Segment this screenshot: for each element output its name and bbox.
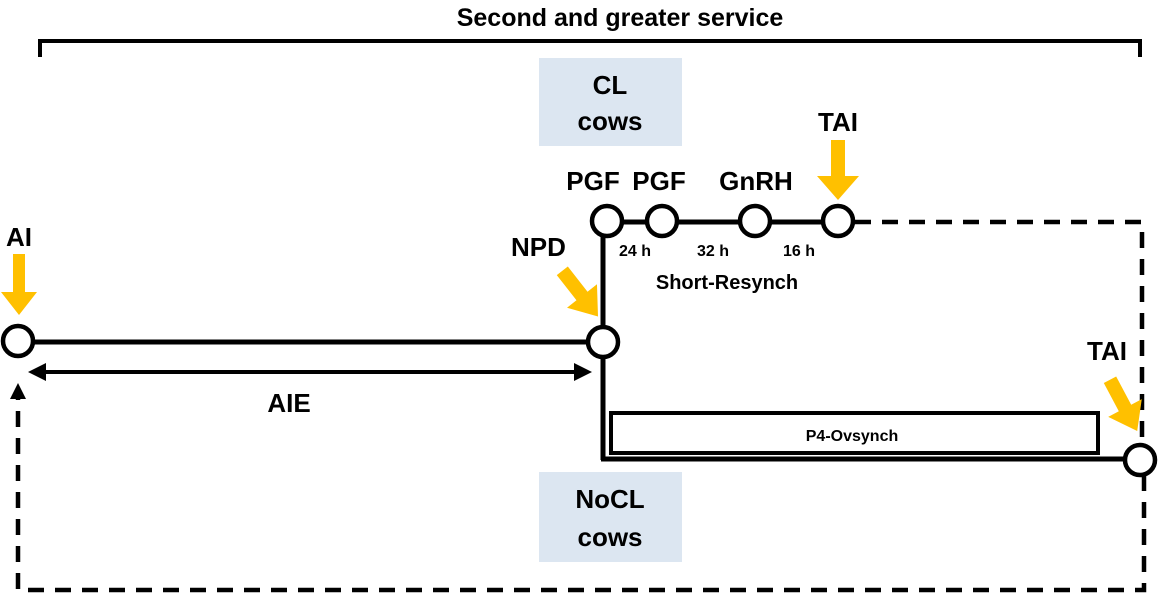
interval-32h-label: 32 h bbox=[697, 243, 729, 260]
aie-arrow-right-head bbox=[574, 363, 592, 381]
dashed-return-arrowhead bbox=[10, 383, 26, 399]
tai-top-label: TAI bbox=[818, 107, 858, 137]
gnrh-node bbox=[737, 203, 773, 239]
cl-cows-label-line1: CL bbox=[593, 70, 628, 100]
diagram-title: Second and greater service bbox=[457, 4, 784, 32]
tai-right-node bbox=[1122, 442, 1158, 478]
tai-right-arrow-icon bbox=[1103, 376, 1142, 431]
ai-arrow-icon bbox=[1, 254, 37, 315]
pgf1-node bbox=[589, 203, 625, 239]
tai-top-arrow-icon bbox=[817, 140, 859, 200]
pgf1-label: PGF bbox=[566, 166, 619, 196]
aie-label: AIE bbox=[267, 388, 310, 418]
interval-24h-label: 24 h bbox=[619, 243, 651, 260]
gnrh-label: GnRH bbox=[719, 166, 793, 196]
nocl-cows-label-line2: cows bbox=[577, 522, 642, 552]
npd-label: NPD bbox=[511, 232, 566, 262]
short-resynch-label: Short-Resynch bbox=[656, 272, 798, 294]
cl-cows-box bbox=[539, 58, 682, 146]
title-bracket bbox=[38, 39, 1142, 57]
pgf2-node bbox=[644, 203, 680, 239]
p4-ovsynch-label: P4-Ovsynch bbox=[806, 428, 898, 445]
nocl-cows-label-line1: NoCL bbox=[575, 484, 644, 514]
ai-node bbox=[0, 323, 36, 359]
pgf2-label: PGF bbox=[632, 166, 685, 196]
tai-right-label: TAI bbox=[1087, 336, 1127, 366]
nocl-cows-box bbox=[539, 472, 682, 562]
npd-node bbox=[585, 324, 621, 360]
p4-ovsynch-box bbox=[609, 411, 1100, 455]
tai-top-node bbox=[820, 203, 856, 239]
dashed-top-right-path bbox=[855, 219, 1145, 445]
ai-label: AI bbox=[6, 222, 32, 252]
interval-16h-label: 16 h bbox=[783, 243, 815, 260]
aie-arrow-left-head bbox=[28, 363, 46, 381]
dashed-return-loop bbox=[15, 397, 1147, 593]
cl-cows-label-line2: cows bbox=[577, 106, 642, 136]
npd-arrow-icon bbox=[556, 266, 599, 317]
